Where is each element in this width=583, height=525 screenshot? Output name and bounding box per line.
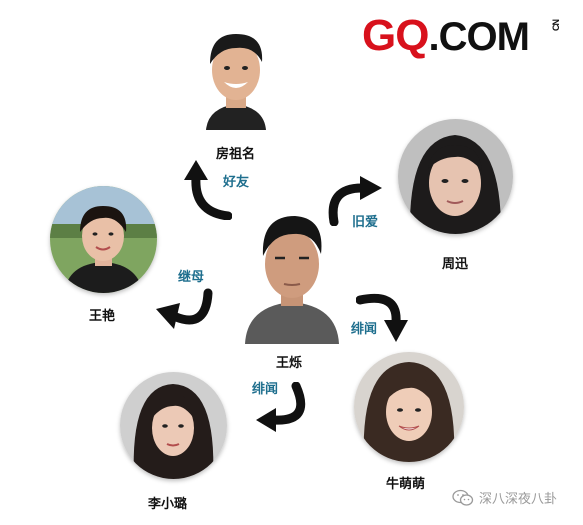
person-bottom-left-image [120,372,227,479]
person-top-image [196,20,276,130]
gq-logo: GQ.COM CN [362,11,561,60]
relation-right: 旧爱 [352,215,379,230]
name-right: 周迅 [442,257,469,272]
portrait-center [239,204,345,344]
name-center: 王烁 [276,356,303,371]
person-left-image [50,186,157,293]
name-left: 王艳 [89,309,116,324]
logo-brand: GQ [362,11,429,60]
arrow-right [328,176,382,226]
arrow-bottom-right [356,293,408,342]
name-bottom-right: 牛萌萌 [386,477,426,492]
arrow-top [184,160,232,220]
person-right-image [398,119,513,234]
portrait-top [196,20,276,130]
person-bottom-right-image [354,352,464,462]
name-top: 房祖名 [216,147,256,162]
relation-top: 好友 [223,175,250,190]
logo-suffix: .COM [428,15,529,59]
arrow-left [156,288,213,329]
relation-bottom-right: 绯闻 [351,322,378,337]
wechat-icon [452,489,474,506]
person-center-image [239,204,345,344]
relation-left: 继母 [178,270,205,285]
watermark-text: 深八深夜八卦 [479,492,558,507]
portrait-right [398,119,513,234]
logo-tld: CN [551,20,561,31]
arrow-bottom-left [256,382,306,432]
name-bottom-left: 李小璐 [148,497,188,512]
portrait-bottom-right [354,352,464,462]
portrait-bottom-left [120,372,227,479]
portrait-left [50,186,157,293]
watermark: 深八深夜八卦 [452,488,557,507]
relation-bottom-left: 绯闻 [252,382,279,397]
